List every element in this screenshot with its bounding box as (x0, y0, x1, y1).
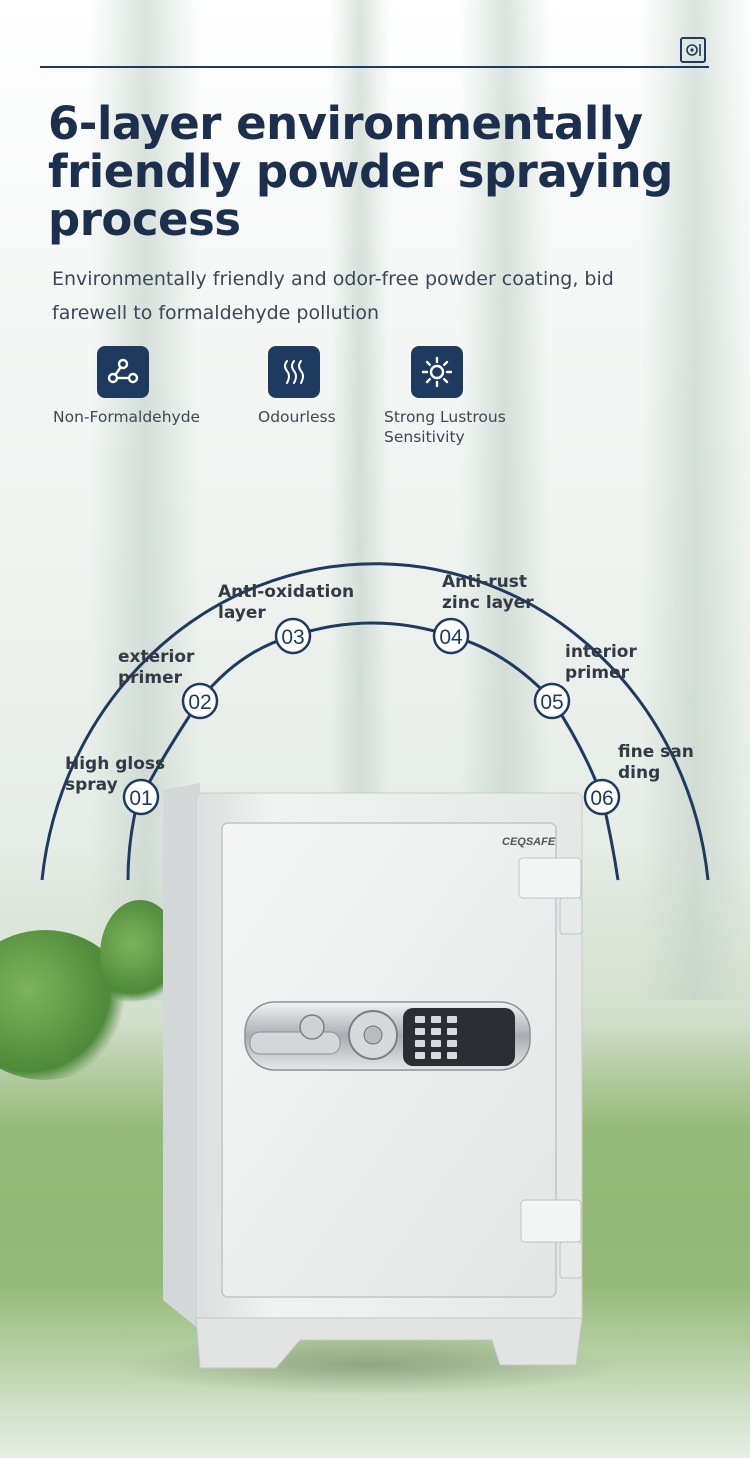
step-marker-01: 01 (122, 778, 160, 816)
step-marker-05: 05 (533, 682, 571, 720)
step-label-line: Anti-oxidation (218, 582, 355, 602)
step-number: 02 (188, 691, 211, 714)
step-label-line: fine san (618, 742, 694, 762)
step-label-line: primer (565, 663, 630, 683)
feature-non-formaldehyde: Non-Formaldehyde (53, 346, 223, 427)
step-label-line: interior (565, 642, 637, 662)
step-marker-03: 03 (274, 617, 312, 655)
step-number: 03 (281, 626, 304, 649)
safe-side-panel (163, 783, 200, 1330)
step-number: 05 (540, 691, 563, 714)
step-label-06: fine san ding (618, 742, 694, 784)
step-label-line: spray (65, 775, 118, 795)
upper-hinge (518, 857, 582, 899)
outer-arc (40, 562, 710, 881)
feature-odourless: Odourless (258, 346, 428, 427)
step-label-04: Anti-rust zinc layer (442, 572, 534, 614)
step-label-line: High gloss (65, 754, 166, 774)
digital-keypad (403, 1008, 515, 1066)
step-marker-04: 04 (432, 617, 470, 655)
lower-hinge (520, 1199, 582, 1243)
step-label-03: Anti-oxidation layer (218, 582, 354, 624)
odour-waves-icon (268, 346, 320, 398)
upper-hinge-pin (559, 897, 583, 935)
combination-dial (299, 1014, 325, 1040)
safe-handle (249, 1031, 341, 1055)
step-label-line: layer (218, 603, 266, 623)
step-marker-02: 02 (181, 682, 219, 720)
lower-hinge-pin (559, 1241, 583, 1279)
step-label-02: exterior primer (118, 647, 194, 689)
step-label-05: interior primer (565, 642, 637, 684)
molecule-icon (97, 346, 149, 398)
feature-lustrous: Strong Lustrous Sensitivity (384, 346, 544, 447)
background-pillar (640, 0, 750, 1000)
step-marker-06: 06 (583, 778, 621, 816)
brand-label: CEQSAFE (502, 836, 556, 848)
header-divider (40, 66, 709, 68)
feature-label: Strong Lustrous Sensitivity (384, 408, 506, 446)
safe-logo-icon (680, 37, 706, 63)
step-number: 04 (439, 626, 463, 649)
step-label-line: zinc layer (442, 593, 534, 613)
step-label-line: exterior (118, 647, 195, 667)
step-label-01: High gloss spray (65, 754, 165, 796)
step-number: 06 (590, 787, 613, 810)
page-title: 6-layer environmentally friendly powder … (48, 97, 673, 246)
feature-label: Odourless (258, 408, 336, 426)
step-label-line: Anti-rust (442, 572, 527, 592)
keyhole (363, 1025, 383, 1045)
step-label-line: primer (118, 668, 183, 688)
sun-icon (411, 346, 463, 398)
keypad-buttons (415, 1016, 457, 1059)
step-number: 01 (129, 787, 152, 810)
safe-base (195, 1317, 583, 1369)
step-label-line: ding (618, 763, 661, 783)
feature-label: Non-Formaldehyde (53, 408, 201, 426)
page-subtitle: Environmentally friendly and odor-free p… (52, 268, 614, 324)
